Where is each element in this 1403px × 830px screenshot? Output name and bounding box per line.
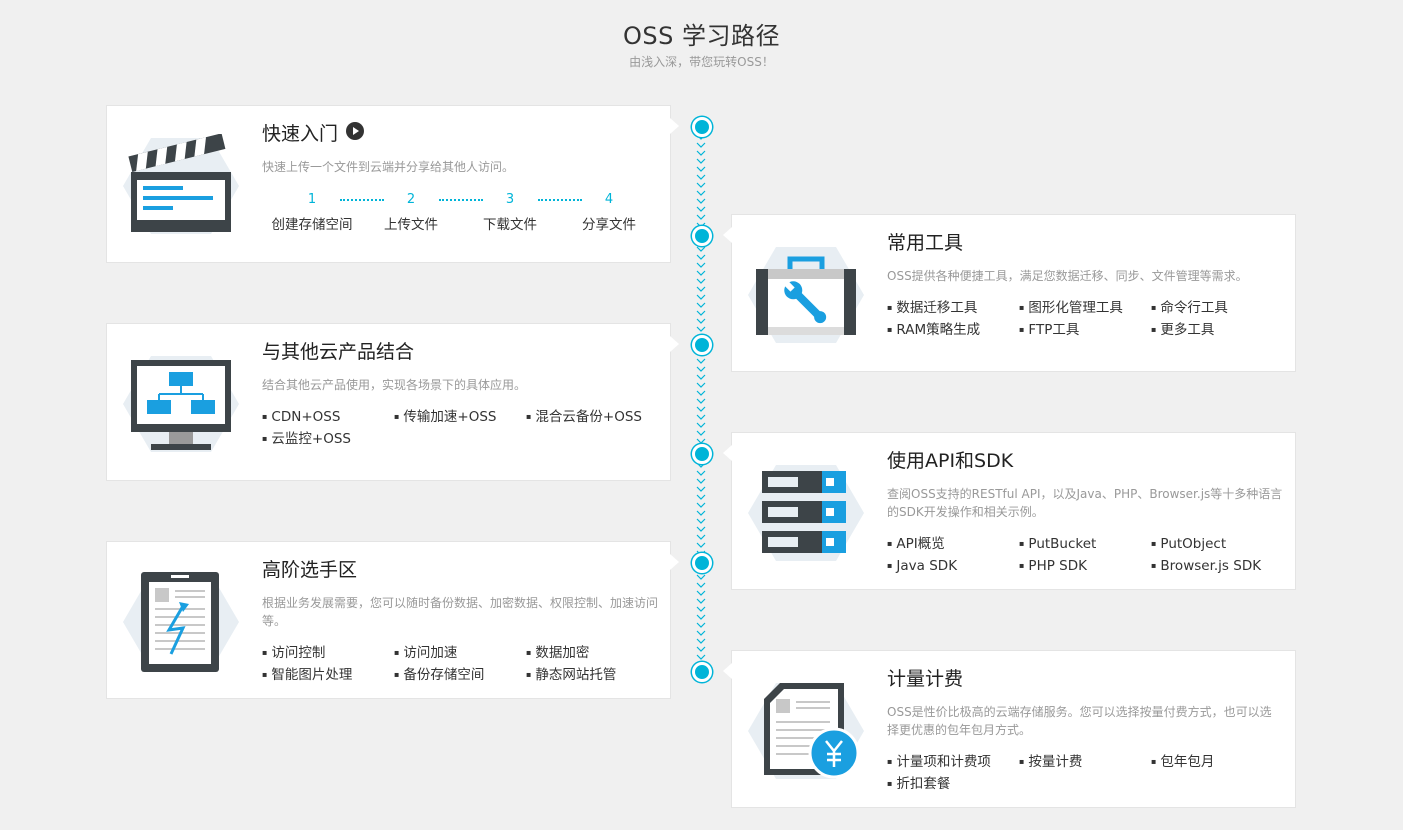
tablet-lightning-icon <box>121 570 241 674</box>
link-item[interactable]: 更多工具 <box>1151 321 1283 339</box>
step-item[interactable]: 3 下载文件 <box>483 192 537 233</box>
card-description: 结合其他云产品使用，实现各场景下的具体应用。 <box>262 378 527 392</box>
step-item[interactable]: 1 创建存储空间 <box>271 192 353 233</box>
link-item[interactable]: 静态网站托管 <box>526 666 658 684</box>
timeline-dot <box>692 444 712 464</box>
card-description: OSS提供各种便捷工具，满足您数据迁移、同步、文件管理等需求。 <box>887 269 1248 283</box>
timeline-connector <box>693 134 709 666</box>
link-item[interactable]: 备份存储空间 <box>394 666 526 684</box>
link-item[interactable]: 折扣套餐 <box>887 775 1019 793</box>
link-item[interactable]: 图形化管理工具 <box>1019 299 1151 317</box>
card-title[interactable]: 高阶选手区 <box>262 559 358 581</box>
card-api-sdk[interactable]: 使用API和SDK 查阅OSS支持的RESTful API，以及Java、PHP… <box>723 432 1296 590</box>
link-item[interactable]: 智能图片处理 <box>262 666 394 684</box>
link-item[interactable]: 访问控制 <box>262 644 394 662</box>
card-advanced[interactable]: 高阶选手区 根据业务发展需要，您可以随时备份数据、加密数据、权限控制、加速访问等… <box>106 541 679 699</box>
card-description: 快速上传一个文件到云端并分享给其他人访问。 <box>262 160 515 174</box>
link-item[interactable]: Browser.js SDK <box>1151 557 1283 575</box>
step-item[interactable]: 4 分享文件 <box>582 192 636 233</box>
link-item[interactable]: 包年包月 <box>1151 753 1283 771</box>
monitor-diagram-icon <box>121 352 241 456</box>
card-billing[interactable]: 计量计费 OSS是性价比极高的云端存储服务。您可以选择按量付费方式，也可以选择更… <box>723 650 1296 808</box>
link-item[interactable]: FTP工具 <box>1019 321 1151 339</box>
link-item[interactable]: PutBucket <box>1019 535 1151 553</box>
link-item[interactable]: API概览 <box>887 535 1019 553</box>
step-list: 1 创建存储空间 2 上传文件 3 下载文件 4 分享文件 <box>262 192 658 233</box>
link-item[interactable]: 云监控+OSS <box>262 430 394 448</box>
card-title[interactable]: 常用工具 <box>887 232 964 254</box>
link-item[interactable]: 混合云备份+OSS <box>526 408 658 426</box>
link-list: API概览 PutBucket PutObject Java SDK PHP S… <box>887 535 1283 575</box>
card-title[interactable]: 与其他云产品结合 <box>262 341 415 363</box>
timeline-dot <box>692 226 712 246</box>
link-item[interactable]: PHP SDK <box>1019 557 1151 575</box>
link-item[interactable]: 数据加密 <box>526 644 658 662</box>
link-item[interactable]: Java SDK <box>887 557 1019 575</box>
step-item[interactable]: 2 上传文件 <box>384 192 438 233</box>
link-item[interactable]: RAM策略生成 <box>887 321 1019 339</box>
page-header: OSS 学习路径 由浅入深，带您玩转OSS！ <box>0 20 1403 70</box>
card-quickstart[interactable]: 快速入门 快速上传一个文件到云端并分享给其他人访问。 1 创建存储空间 2 上传… <box>106 105 679 263</box>
link-list: 计量项和计费项 按量计费 包年包月 折扣套餐 <box>887 753 1283 793</box>
link-list: CDN+OSS 传输加速+OSS 混合云备份+OSS 云监控+OSS <box>262 408 658 448</box>
step-connector <box>538 199 582 201</box>
server-stack-icon <box>746 461 866 565</box>
card-tools[interactable]: 常用工具 OSS提供各种便捷工具，满足您数据迁移、同步、文件管理等需求。 数据迁… <box>723 214 1296 372</box>
page-title: OSS 学习路径 <box>623 22 780 50</box>
clapperboard-icon <box>121 133 241 238</box>
link-list: 访问控制 访问加速 数据加密 智能图片处理 备份存储空间 静态网站托管 <box>262 644 658 684</box>
card-integrate[interactable]: 与其他云产品结合 结合其他云产品使用，实现各场景下的具体应用。 CDN+OSS … <box>106 323 679 481</box>
timeline-dot <box>692 117 712 137</box>
toolbox-icon <box>746 243 866 347</box>
link-item[interactable]: 按量计费 <box>1019 753 1151 771</box>
link-item[interactable]: 访问加速 <box>394 644 526 662</box>
link-list: 数据迁移工具 图形化管理工具 命令行工具 RAM策略生成 FTP工具 更多工具 <box>887 299 1283 339</box>
card-title[interactable]: 使用API和SDK <box>887 450 1014 472</box>
link-item[interactable]: 数据迁移工具 <box>887 299 1019 317</box>
card-description: OSS是性价比极高的云端存储服务。您可以选择按量付费方式，也可以选择更优惠的包年… <box>887 705 1272 737</box>
step-connector <box>439 199 483 201</box>
timeline-dot <box>692 335 712 355</box>
invoice-yen-icon <box>746 679 866 783</box>
timeline-dot <box>692 553 712 573</box>
link-item[interactable]: 计量项和计费项 <box>887 753 1019 771</box>
play-icon[interactable] <box>346 120 365 148</box>
card-description: 查阅OSS支持的RESTful API，以及Java、PHP、Browser.j… <box>887 487 1283 519</box>
step-connector <box>340 199 384 201</box>
link-item[interactable]: PutObject <box>1151 535 1283 553</box>
link-item[interactable]: CDN+OSS <box>262 408 394 426</box>
card-title[interactable]: 快速入门 <box>262 123 339 145</box>
page-subtitle: 由浅入深，带您玩转OSS！ <box>629 55 774 69</box>
card-description: 根据业务发展需要，您可以随时备份数据、加密数据、权限控制、加速访问等。 <box>262 596 659 628</box>
link-item[interactable]: 命令行工具 <box>1151 299 1283 317</box>
card-title[interactable]: 计量计费 <box>887 668 964 690</box>
link-item[interactable]: 传输加速+OSS <box>394 408 526 426</box>
timeline-dot <box>692 662 712 682</box>
